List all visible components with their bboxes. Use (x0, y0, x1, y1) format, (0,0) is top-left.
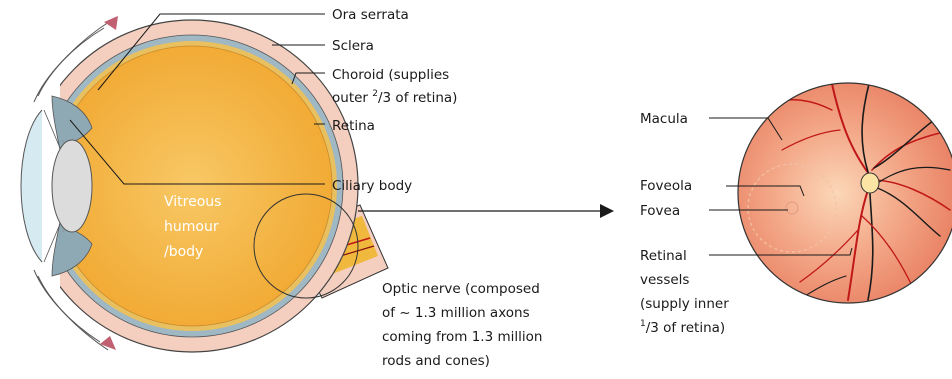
fovea-label: Fovea (640, 203, 680, 219)
zoom-arrow (358, 204, 614, 218)
retinal-vessels-label-line4: 1/3 of retina) (640, 319, 725, 336)
vitreous-body (52, 46, 332, 326)
retina-label: Retina (332, 118, 375, 134)
lens (52, 140, 92, 232)
ora-serrata-label: Ora serrata (332, 7, 409, 23)
vitreous-label-line1: Vitreous (164, 194, 221, 210)
macula-label: Macula (640, 111, 688, 127)
optic-nerve-label-line4: rods and cones) (382, 353, 490, 369)
optic-disc (861, 173, 879, 193)
optic-nerve-label-line2: of ~ 1.3 million axons (382, 305, 530, 321)
foveola-label: Foveola (640, 178, 692, 194)
vitreous-label-line3: /body (164, 244, 203, 260)
retinal-vessels-label-line2: vessels (640, 272, 689, 288)
optic-nerve-label-line1: Optic nerve (composed (382, 281, 540, 297)
optic-nerve-label-line3: coming from 1.3 million (382, 329, 542, 345)
choroid-label-line1: Choroid (supplies (332, 67, 449, 83)
vitreous-label-line2: humour (164, 219, 219, 235)
fundus-view (738, 30, 952, 303)
choroid-label-line2: outer 2/3 of retina) (332, 89, 457, 106)
retinal-vessels-label-line3: (supply inner (640, 296, 729, 312)
sclera-label: Sclera (332, 38, 374, 54)
retinal-vessels-label-line1: Retinal (640, 248, 687, 264)
ciliary-body-label: Ciliary body (332, 178, 412, 194)
